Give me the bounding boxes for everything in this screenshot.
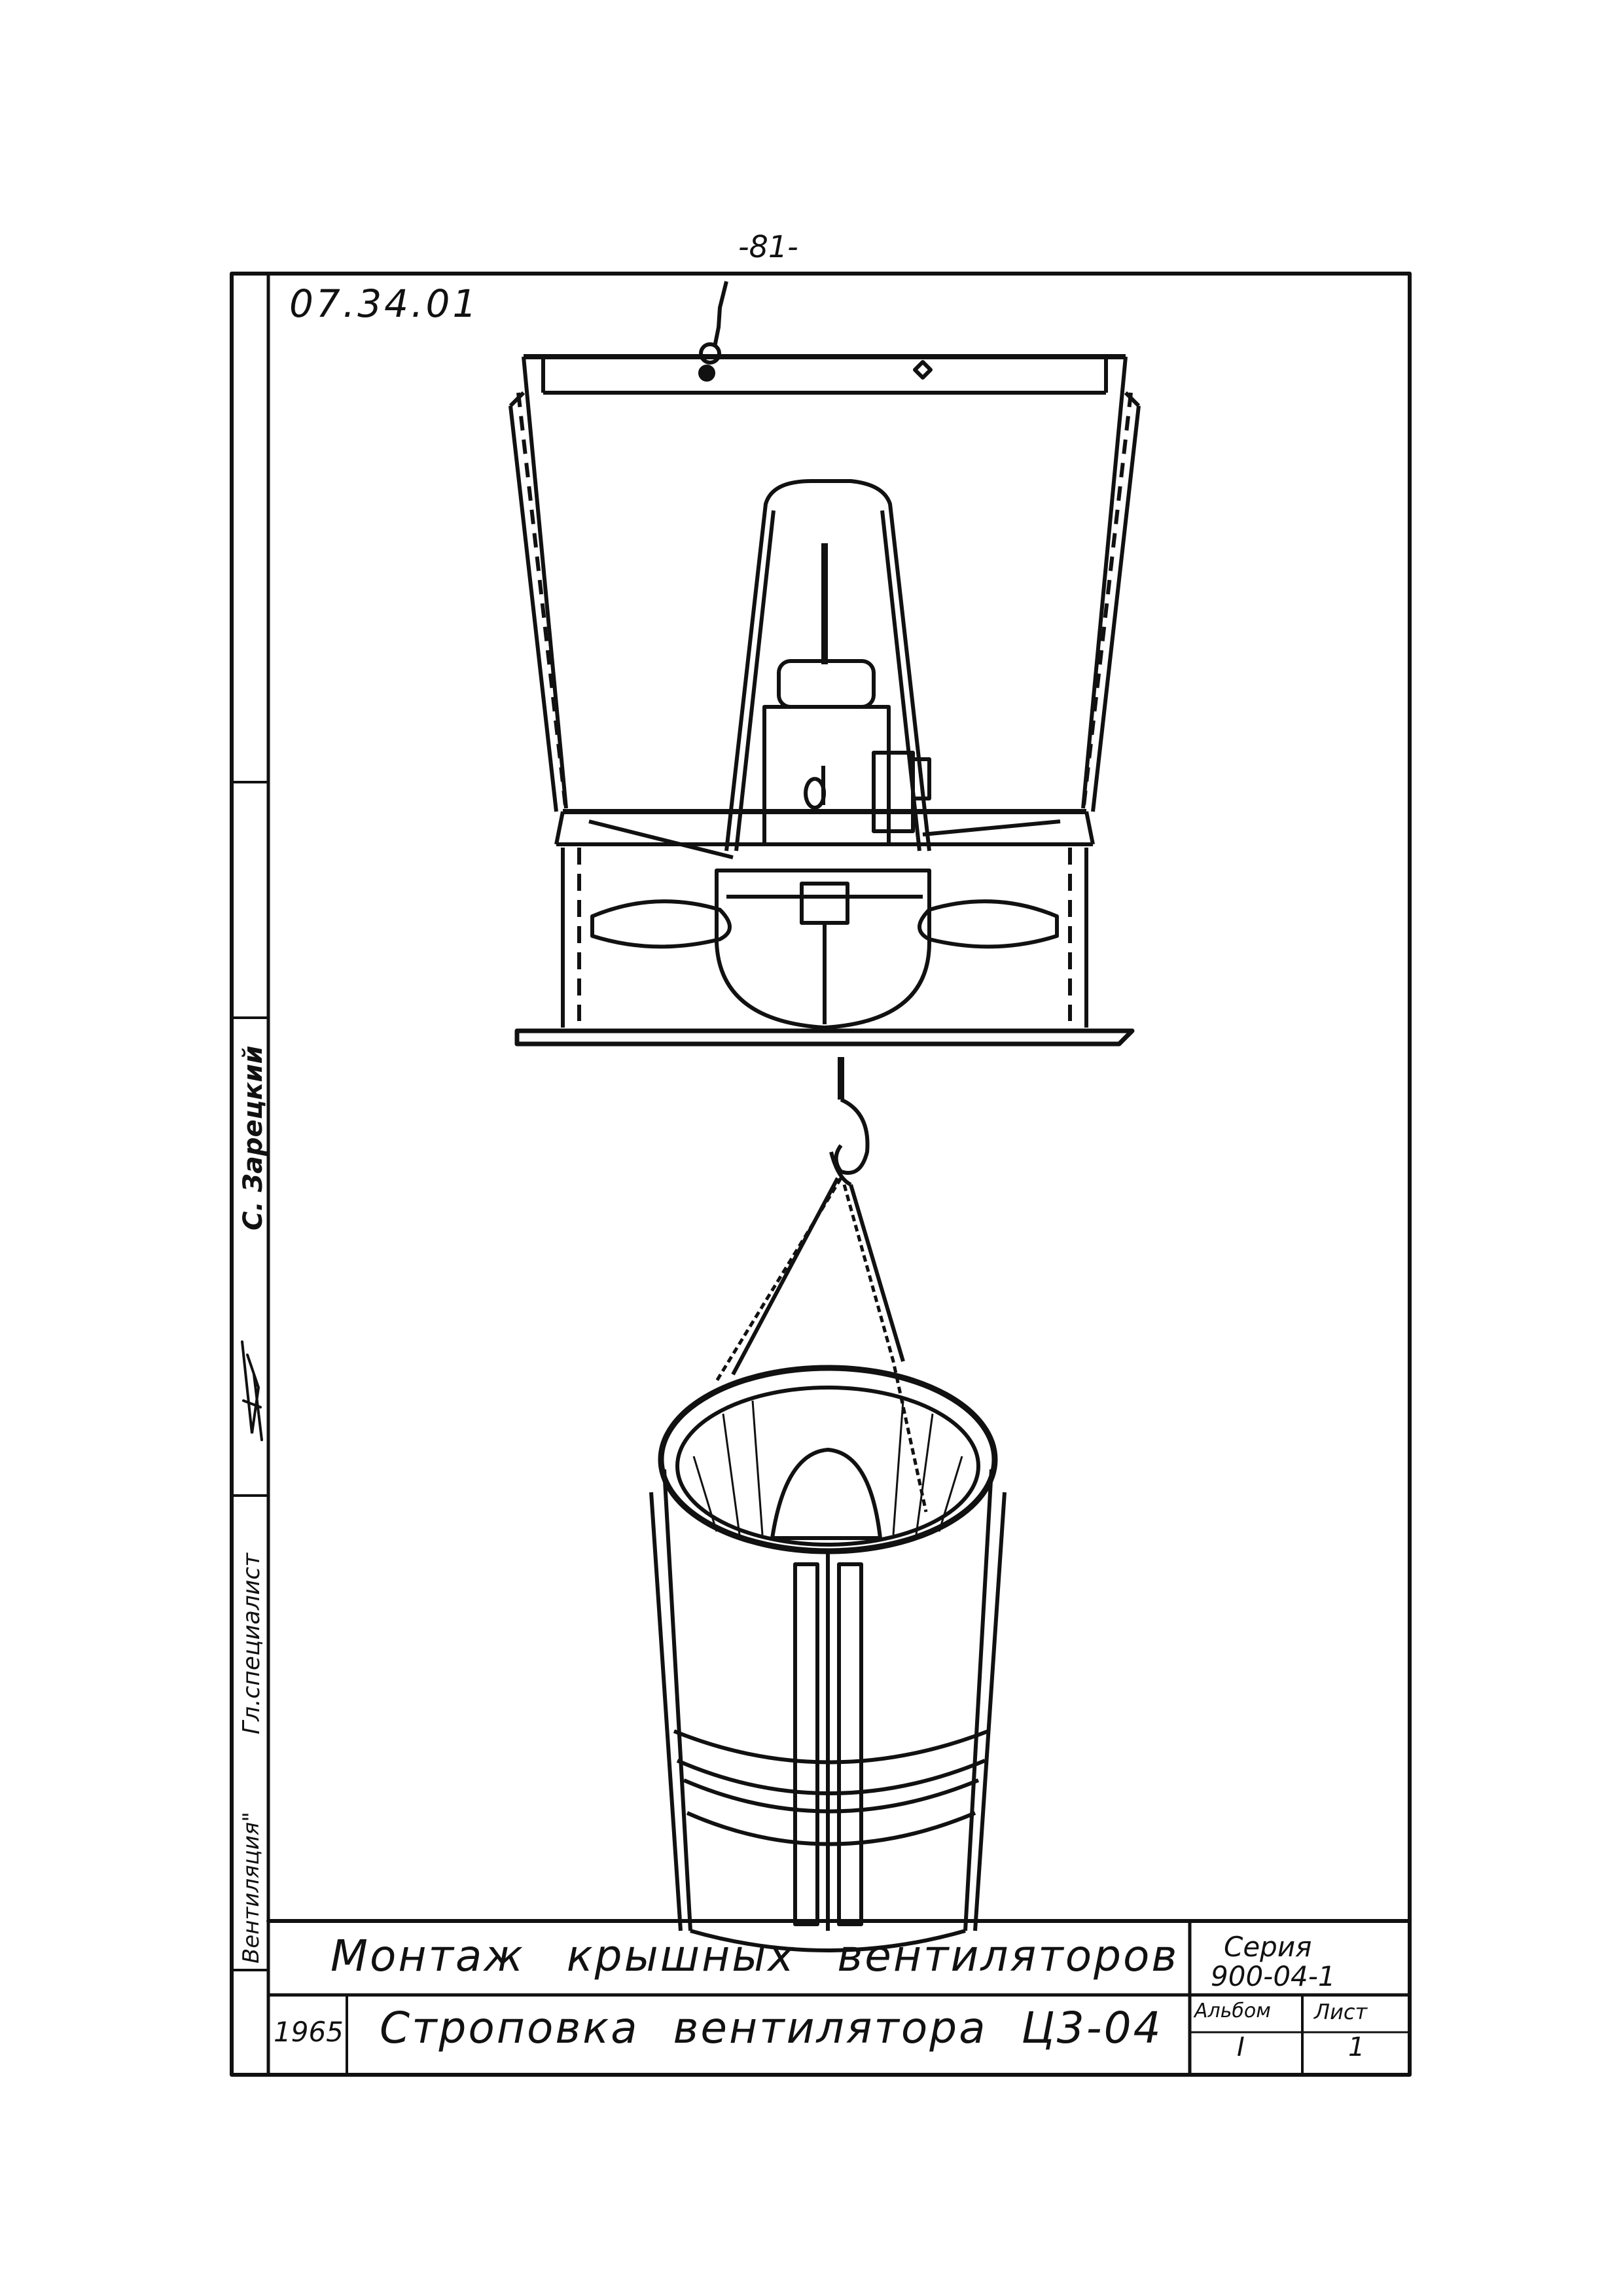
- side-person: С. Зарецкий: [238, 1045, 268, 1231]
- title-main: Монтаж крышных вентиляторов: [330, 1931, 1179, 1981]
- sheet-value: 1: [1348, 2032, 1365, 2062]
- page-number: -81-: [738, 229, 798, 264]
- signature: [241, 1340, 263, 1441]
- album-value: I: [1237, 2032, 1245, 2062]
- side-position: Гл.специалист: [238, 1552, 265, 1734]
- series-label: Серия: [1224, 1931, 1312, 1963]
- series-value: 900-04-1: [1211, 1960, 1336, 1992]
- sheet-frame: [230, 272, 1412, 2077]
- title-sub: Строповка вентилятора Ц3-04: [380, 2003, 1163, 2053]
- slinging-drawing: [649, 1057, 1007, 1952]
- year: 1965: [274, 2016, 344, 2048]
- album-label: Альбом: [1194, 2000, 1271, 2022]
- drawing-code: 07.34.01: [289, 281, 480, 326]
- sheet-label: Лист: [1314, 2000, 1368, 2024]
- roof-fan-drawing: [508, 281, 1141, 1047]
- side-department: Вентиляция": [238, 1812, 264, 1964]
